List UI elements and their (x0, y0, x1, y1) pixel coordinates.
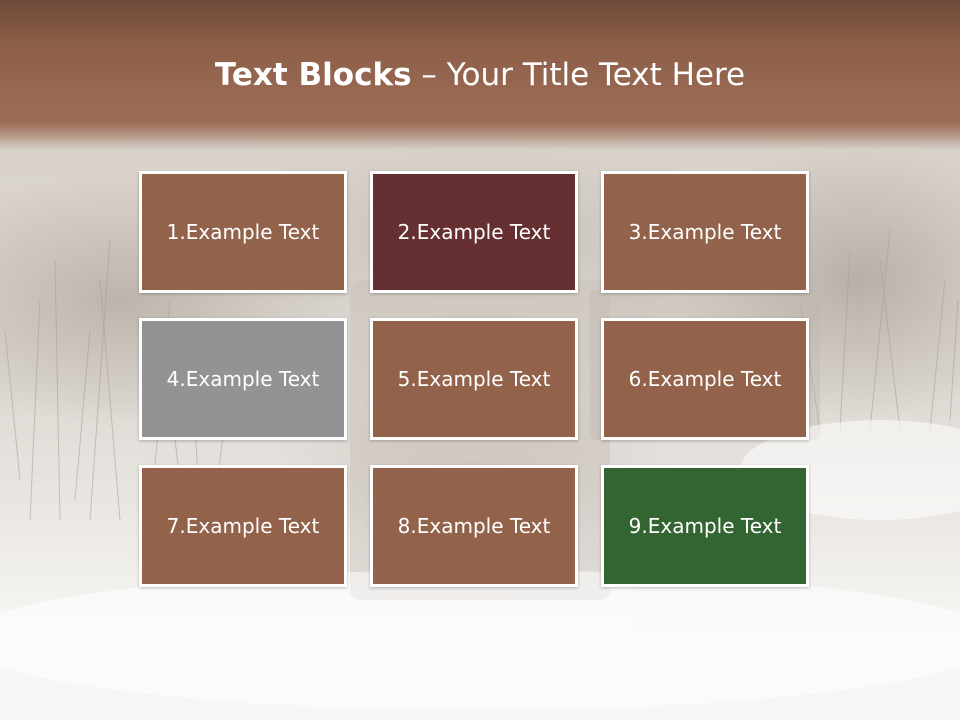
text-block-8[interactable]: 8.Example Text (370, 465, 578, 587)
text-block-6[interactable]: 6.Example Text (601, 318, 809, 440)
text-block-label: 8.Example Text (397, 514, 551, 538)
title-subtext: Your Title Text Here (446, 57, 746, 93)
text-block-label: 1.Example Text (166, 220, 320, 244)
text-block-label: 5.Example Text (397, 367, 551, 391)
text-block-7[interactable]: 7.Example Text (139, 465, 347, 587)
text-block-2[interactable]: 2.Example Text (370, 171, 578, 293)
text-block-label: 6.Example Text (628, 367, 782, 391)
text-block-1[interactable]: 1.Example Text (139, 171, 347, 293)
slide-title: Text Blocks – Your Title Text Here (0, 52, 960, 98)
text-block-label: 4.Example Text (166, 367, 320, 391)
text-block-3[interactable]: 3.Example Text (601, 171, 809, 293)
text-block-grid: 1.Example Text 2.Example Text 3.Example … (139, 171, 815, 593)
text-block-label: 2.Example Text (397, 220, 551, 244)
title-header-band (0, 0, 960, 150)
text-block-label: 3.Example Text (628, 220, 782, 244)
text-block-label: 7.Example Text (166, 514, 320, 538)
text-block-5[interactable]: 5.Example Text (370, 318, 578, 440)
text-block-4[interactable]: 4.Example Text (139, 318, 347, 440)
text-block-label: 9.Example Text (628, 514, 782, 538)
title-separator: – (411, 57, 447, 93)
text-block-9[interactable]: 9.Example Text (601, 465, 809, 587)
title-bold-text: Text Blocks (214, 57, 412, 93)
